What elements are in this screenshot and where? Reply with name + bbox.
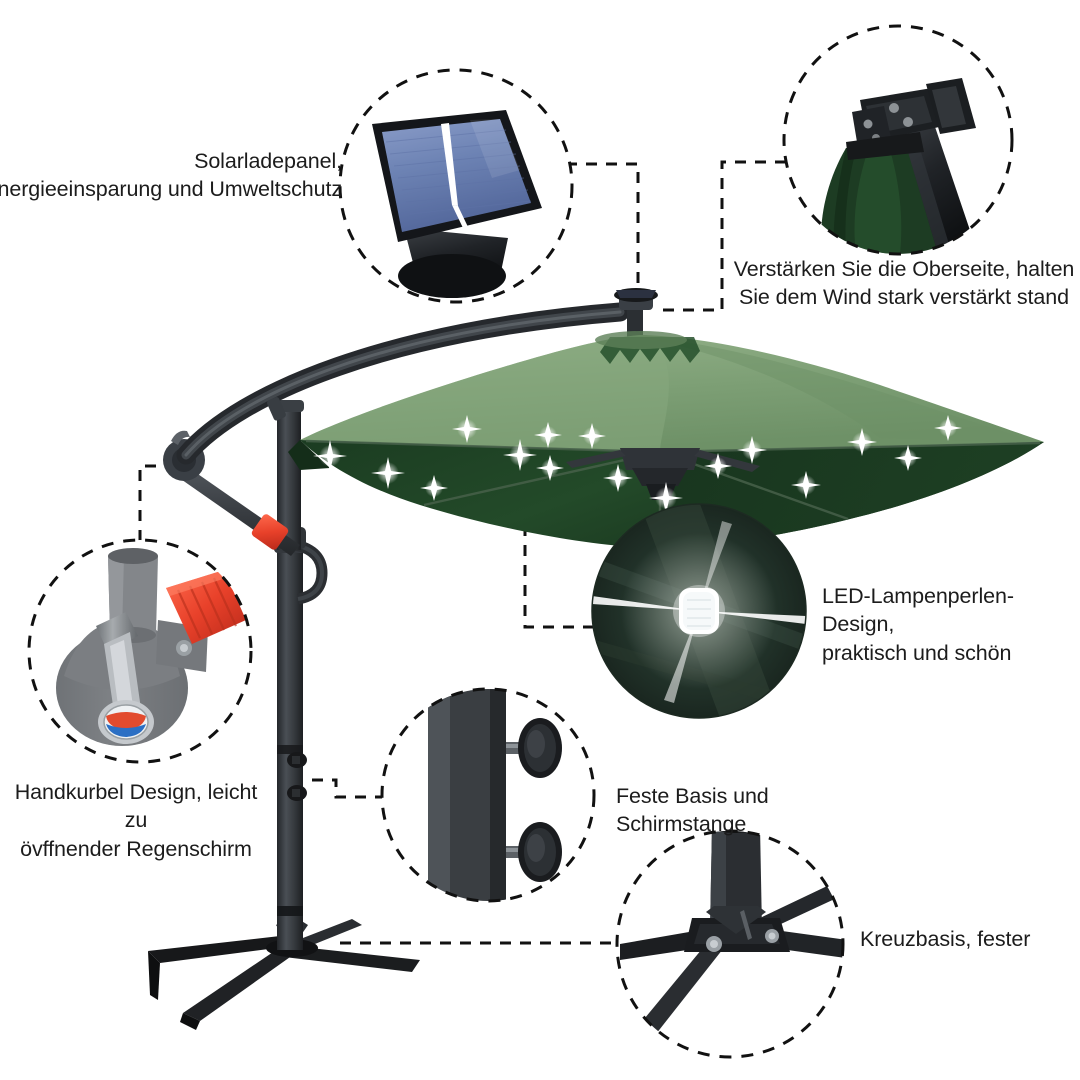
main-parasol-illustration xyxy=(148,288,1044,1030)
callout-circle-canopy-top xyxy=(782,24,1014,256)
caption-cross-base: Kreuzbasis, fester xyxy=(860,927,1031,951)
caption-solar-panel: Solarladepanel, Energieeinsparung und Um… xyxy=(0,149,342,202)
callout-circle-solar-panel xyxy=(338,68,574,304)
callout-base-pole xyxy=(380,687,596,903)
callout-solar-panel xyxy=(338,68,574,304)
callout-cross-base xyxy=(615,829,845,1059)
thumb-knob-lower xyxy=(506,822,562,882)
callout-hand-crank xyxy=(27,538,253,764)
caption-canopy-top: Verstärken Sie die Oberseite, halten Sie… xyxy=(733,257,1075,310)
callout-led-bead xyxy=(591,503,807,719)
cantilever-arm xyxy=(176,302,630,465)
caption-hand-crank: Handkurbel Design, leicht zu övffnender … xyxy=(14,780,258,861)
pole-ring-handle xyxy=(294,539,328,605)
pole-thumb-screws xyxy=(287,752,307,801)
callout-circle-cross-base xyxy=(615,829,845,1059)
caption-led-bead: LED-Lampenperlen-Design, praktisch und s… xyxy=(822,584,1014,665)
caption-base-pole: Feste Basis und Schirmstange xyxy=(616,784,769,837)
support-strut xyxy=(175,463,300,556)
connector-hand-crank xyxy=(138,464,176,542)
connector-canopy-top xyxy=(660,160,786,312)
connector-solar-panel xyxy=(566,162,640,302)
canopy-led-lights xyxy=(313,415,962,514)
canopy-top xyxy=(300,331,1044,452)
callout-circle-base-pole xyxy=(380,687,596,903)
strut-red-block xyxy=(251,514,289,550)
connector-lines xyxy=(138,160,786,945)
connector-base-pole xyxy=(292,778,384,799)
connector-led xyxy=(523,465,594,629)
callout-canopy-top xyxy=(782,24,1014,256)
thumb-knob-upper xyxy=(506,718,562,778)
canopy-ribs xyxy=(305,439,1041,548)
callout-circle-hand-crank xyxy=(27,538,253,764)
main-pole xyxy=(272,527,328,950)
